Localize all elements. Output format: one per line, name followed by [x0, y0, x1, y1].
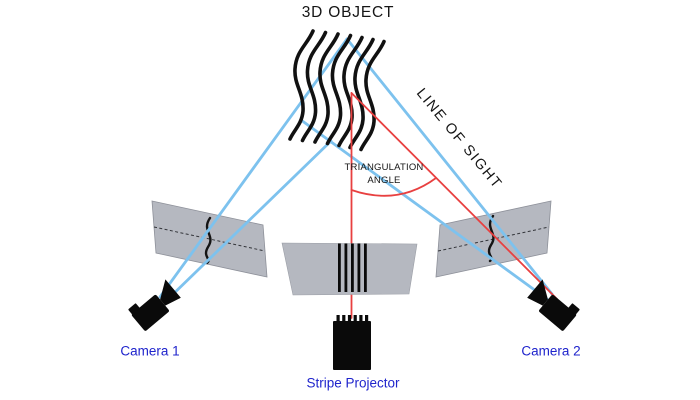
stripe-projector-label: Stripe Projector: [306, 375, 400, 391]
camera1-viewfinder: [128, 303, 140, 315]
object-wave-4: [325, 33, 353, 146]
triangulation-angle-label: TRIANGULATION ANGLE: [345, 161, 424, 187]
object-wave-5: [337, 35, 364, 148]
triangulation-angle-label-line1: TRIANGULATION: [344, 162, 424, 173]
object-wave-1: [288, 29, 315, 141]
projector-ray-to-camera2: [350, 92, 558, 300]
object-wave-7: [359, 39, 386, 152]
camera1-lens: [160, 279, 181, 306]
stripe-projector-icon: [333, 315, 371, 370]
projector-tooth: [359, 315, 363, 322]
triangulation-angle-arc: [350, 177, 437, 197]
camera2-sight-line-lower: [299, 118, 549, 301]
camera1-icon: [128, 279, 181, 331]
object-wave-curves: [288, 29, 386, 152]
projector-body: [333, 321, 371, 370]
stripe-bar: [351, 243, 354, 292]
stripe-bar: [357, 243, 361, 292]
projector-tooth: [336, 315, 340, 322]
camera2-lens: [527, 279, 548, 306]
object-title: 3D OBJECT: [301, 4, 395, 21]
projector-tooth: [347, 315, 352, 322]
projector-tooth: [342, 315, 346, 322]
triangulation-angle-label-line2: ANGLE: [367, 175, 401, 186]
stripe-screen: [281, 242, 418, 296]
camera1-sight-line-upper: [158, 37, 349, 299]
stripe-screen-panel: [281, 242, 418, 296]
stripe-bar: [364, 243, 367, 292]
camera2-icon: [527, 279, 580, 331]
stripe-bar: [344, 243, 348, 292]
object-wave-6: [348, 37, 375, 150]
camera1-label: Camera 1: [120, 343, 180, 359]
stripe-bar: [338, 243, 341, 292]
camera2-body: [539, 294, 577, 331]
object-wave-2: [300, 30, 328, 143]
stripe-pattern: [338, 243, 367, 292]
camera2-label: Camera 2: [521, 343, 581, 359]
camera1-body: [131, 294, 169, 331]
projector-tooth: [365, 315, 369, 322]
projector-tooth: [353, 315, 357, 322]
camera2-sight-line-upper: [345, 37, 554, 296]
camera2-viewfinder: [568, 303, 580, 315]
camera-sight-lines: [158, 37, 554, 303]
camera1-sight-line-lower: [164, 139, 333, 303]
object-wave-3: [313, 32, 340, 144]
